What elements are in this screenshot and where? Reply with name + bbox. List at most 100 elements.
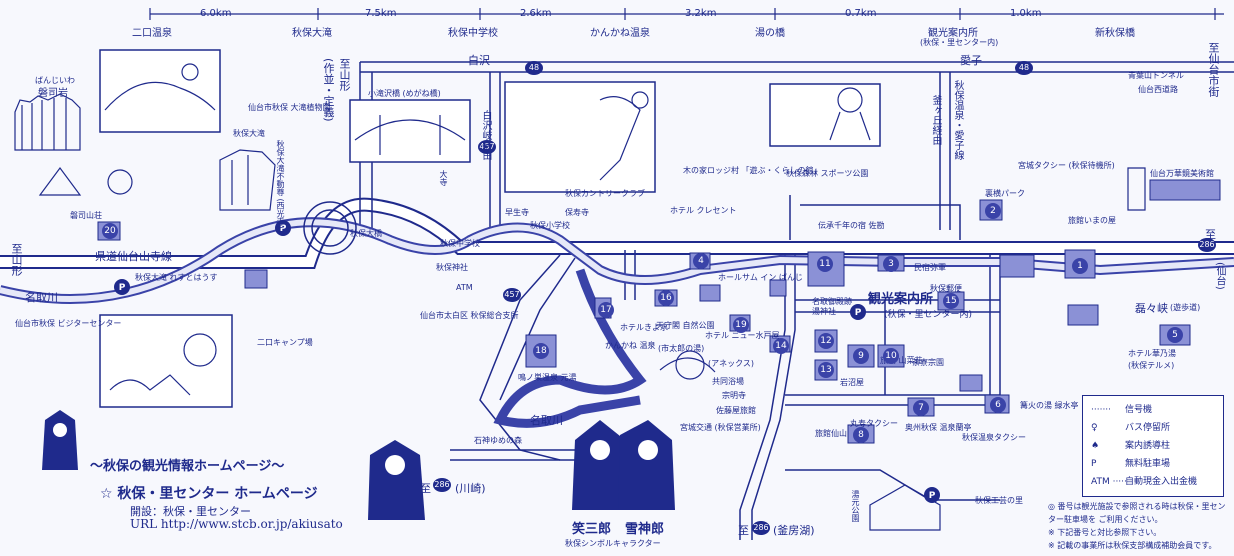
sendai-right-label: (仙台) bbox=[1214, 262, 1225, 290]
distance-label: 3.2km bbox=[685, 8, 717, 19]
facility-number: 17 bbox=[598, 302, 614, 318]
facility-number: 12 bbox=[818, 333, 834, 349]
shirasawa-road-label: 白沢岐経由 bbox=[480, 110, 491, 160]
to-yamagata-sub: (作並・定義) bbox=[322, 58, 335, 122]
stop-label: 新秋保橋 bbox=[1095, 28, 1135, 39]
place-miyagi-taxi: 宮城タクシー (秋保待機所) bbox=[1018, 161, 1115, 170]
akiu-aiko-line-label: 秋保温泉・愛子線 bbox=[952, 80, 963, 160]
character-name-1: 笑三郎 bbox=[572, 522, 612, 537]
place-hotel-hana: ホテル華乃湯 bbox=[1128, 349, 1176, 358]
place-ryokan-ginsen: 旅館仙山 bbox=[815, 429, 847, 438]
place-parking-park: 裏横パーク bbox=[985, 189, 1025, 198]
route-457-marker: 457 bbox=[478, 140, 496, 154]
place-jinmeji: 宗明寺 bbox=[722, 391, 746, 400]
place-otera: 大寺 bbox=[439, 170, 448, 186]
main-road bbox=[0, 197, 1234, 269]
road-label-aiko: 愛子 bbox=[960, 54, 982, 67]
kawasaki-label: (川崎) bbox=[455, 482, 486, 495]
stop-label: 湯の橋 bbox=[755, 28, 785, 39]
place-sports-park: 秋保森林 スポーツ公園 bbox=[786, 169, 869, 178]
info-center-sub: (秋保・里センター内) bbox=[884, 310, 973, 320]
parking-label: P bbox=[119, 283, 126, 293]
place-akiu-ohashi: 秋保大橋 bbox=[350, 229, 382, 238]
place-sendai-man: 仙台万華鏡美術館 bbox=[1150, 169, 1214, 178]
prefectural-road-label: 県道仙台山寺線 bbox=[95, 250, 172, 263]
info-center-title: 観光案内所 bbox=[868, 292, 934, 307]
facility-number: 18 bbox=[533, 343, 549, 359]
distance-label: 7.5km bbox=[365, 8, 397, 19]
parking-label: P bbox=[929, 491, 936, 501]
place-nagomi: 鳴ノ巣温泉 元湯 bbox=[518, 373, 577, 382]
route-457-marker: 457 bbox=[503, 288, 521, 302]
route-48-marker: 48 bbox=[1015, 61, 1033, 75]
map-notes: ◎ 番号は観光施設で参照される時は秋保・里センター駐車場を ご利用ください。 ※… bbox=[1048, 500, 1228, 552]
place-kotakisawa: 小滝沢橋 (めがね橋) bbox=[368, 89, 441, 98]
place-miyagi-kotsu: 宮城交通 (秋保営業所) bbox=[680, 423, 761, 432]
west-road-label: 仙台西道路 bbox=[1138, 85, 1178, 94]
place-tradition-village: 伝承千年の宿 佐勘 bbox=[818, 221, 885, 230]
mascot-characters bbox=[42, 410, 675, 520]
legend-row: ·······信号機 bbox=[1091, 405, 1153, 415]
place-hotel-new: ホテル ニュー水戸屋 bbox=[705, 331, 780, 340]
character-caption: 秋保シンボルキャラクター bbox=[565, 539, 661, 548]
to-yamagata-label: 至山形 bbox=[338, 58, 351, 91]
place-branch-office: 仙台市太白区 秋保総合支所 bbox=[420, 311, 519, 320]
place-ryokan-imanoya: 旅館いまの屋 bbox=[1068, 216, 1116, 225]
facility-number: 15 bbox=[943, 293, 959, 309]
stop-label: 観光案内所 bbox=[928, 28, 978, 39]
distance-label: 6.0km bbox=[200, 8, 232, 19]
place-crescent: ホテル クレセント bbox=[670, 206, 737, 215]
distance-ruler bbox=[149, 8, 1224, 20]
facility-number: 13 bbox=[818, 362, 834, 378]
to-kawasaki: 至 bbox=[420, 482, 431, 495]
place-futakuchi-camp: 二口キャンプ場 bbox=[257, 338, 313, 347]
parking-label: P bbox=[855, 308, 862, 318]
place-maruyo-taxi: 丸寿タクシー bbox=[850, 419, 898, 428]
river-label: 名取川 bbox=[530, 414, 563, 427]
place-lodge: 木の家ロッジ村 「遊ぶ・くらしの館」 bbox=[683, 166, 822, 175]
facility-number: 11 bbox=[817, 256, 833, 272]
stop-label: 秋保中学校 bbox=[448, 28, 498, 39]
place-banjiiwa-kana: ばんじいわ bbox=[35, 76, 75, 85]
route-48-marker: 48 bbox=[525, 61, 543, 75]
facility-number: 4 bbox=[693, 253, 709, 269]
place-akiu-es: 秋保小学校 bbox=[530, 221, 570, 230]
stop-label: 秋保大滝 bbox=[292, 28, 332, 39]
note-line: ※ 記載の事業所は秋保支部構成補助会員です。 bbox=[1048, 541, 1217, 550]
place-kunoji: 早生寺 bbox=[505, 208, 529, 217]
facility-number: 19 bbox=[733, 317, 749, 333]
place-atm: ATM bbox=[456, 283, 473, 292]
place-akiu-jhs: 秋保中学校 bbox=[440, 239, 480, 248]
promo-url-link[interactable]: URL http://www.stcb.or.jp/akiusato bbox=[130, 517, 343, 531]
place-hodoji: 保寿寺 bbox=[565, 208, 589, 217]
place-minshuku: 民宿弥軍 bbox=[914, 263, 946, 272]
character-name-2: 雪神郎 bbox=[625, 522, 665, 537]
to-yamagata-left: 至山形 bbox=[10, 243, 23, 276]
distance-label: 2.6km bbox=[520, 8, 552, 19]
info-center: 観光案内所 (秋保・里センター内) bbox=[868, 288, 972, 320]
legend-row: ATM ·····自動現金入出金機 bbox=[1091, 477, 1198, 487]
facility-number: 6 bbox=[990, 397, 1006, 413]
place-otaki: 秋保大滝 bbox=[233, 129, 265, 138]
legend-row: ♠案内誘導柱 bbox=[1091, 441, 1171, 451]
place-ryokan-sansou: 旅館 山菜荘 bbox=[880, 356, 923, 365]
parking-markers bbox=[114, 220, 940, 503]
place-iwaya: 岩沼屋 bbox=[840, 378, 864, 387]
facility-number: 14 bbox=[773, 338, 789, 354]
place-visitor-center: 仙台市秋保 ビジターセンター bbox=[15, 319, 122, 328]
place-satoya: 佐藤屋旅館 bbox=[716, 406, 756, 415]
place-otaki-rest: 秋保大滝 れすとはうす bbox=[135, 273, 218, 282]
promo-opener: 開設：秋保・里センター bbox=[130, 505, 251, 518]
place-yuzawa-park: 湯元公園 bbox=[851, 490, 860, 522]
tunnel-label: 青葉山トンネル bbox=[1128, 71, 1184, 80]
place-rairaikyo-path: (遊歩道) bbox=[1170, 303, 1201, 312]
place-tenjin: 天守閣 自然公園 bbox=[656, 321, 715, 330]
distance-label: 1.0km bbox=[1010, 8, 1042, 19]
place-crafts-village: 秋保工芸の里 bbox=[975, 496, 1023, 505]
place-futakuchi-sanso: 磐司山荘 bbox=[70, 211, 102, 220]
parking-label: P bbox=[280, 224, 287, 234]
